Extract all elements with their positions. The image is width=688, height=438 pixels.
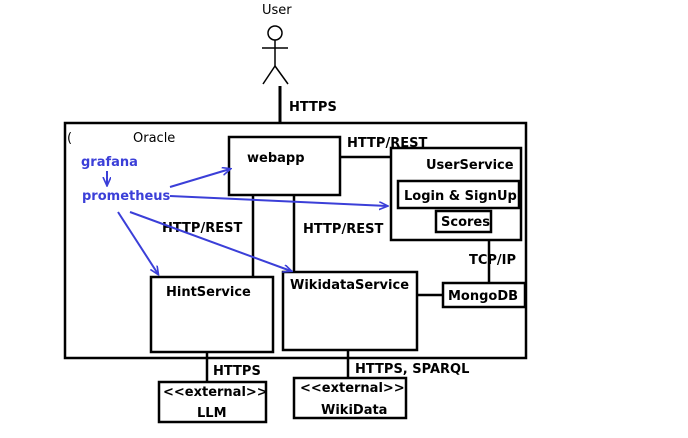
connection-lines — [205, 155, 491, 382]
webapp-label: webapp — [247, 151, 305, 166]
monitoring-arrows — [107, 169, 387, 274]
tcp-ip-label: TCP/IP — [469, 253, 516, 268]
hintservice-box — [149, 275, 275, 354]
wikidata-stereotype-label: <<external>> — [300, 381, 405, 396]
prometheus-to-webapp-arrow — [169, 169, 230, 188]
scores-box — [434, 209, 493, 234]
https-llm-label: HTTPS — [213, 364, 261, 379]
mongodb-label: MongoDB — [448, 289, 518, 304]
https-sparql-label: HTTPS, SPARQL — [355, 362, 469, 377]
grafana-label: grafana — [81, 155, 138, 170]
prometheus-label: prometheus — [82, 189, 171, 204]
prometheus-to-hintservice-arrow — [117, 211, 158, 274]
http-rest-hintservice-label: HTTP/REST — [162, 221, 242, 236]
userservice-label: UserService — [426, 158, 514, 173]
prometheus-to-wikidataservice-arrow — [129, 211, 291, 271]
hintservice-label: HintService — [166, 285, 251, 300]
wikidata-external-box — [292, 376, 408, 420]
llm-stereotype-label: <<external>> — [163, 385, 268, 400]
webapp-box — [227, 135, 342, 197]
login-signup-box — [396, 179, 521, 210]
login-signup-label: Login & SignUp — [404, 189, 517, 204]
wikidataservice-box — [281, 270, 419, 352]
user-label: User — [262, 3, 292, 18]
prometheus-to-userservice-arrow — [169, 195, 387, 206]
wikidata-label: WikiData — [321, 403, 387, 418]
wikidataservice-label: WikidataService — [290, 278, 409, 293]
oracle-logo-mark: ( — [67, 131, 72, 146]
oracle-container — [63, 121, 528, 360]
mongodb-box — [441, 281, 527, 309]
llm-external-box — [157, 380, 268, 424]
llm-label: LLM — [197, 406, 227, 421]
oracle-label: Oracle — [133, 131, 175, 146]
http-rest-wikidataservice-label: HTTP/REST — [303, 222, 383, 237]
scores-label: Scores — [441, 215, 490, 230]
https-user-label: HTTPS — [289, 100, 337, 115]
user-actor-icon — [262, 25, 289, 85]
